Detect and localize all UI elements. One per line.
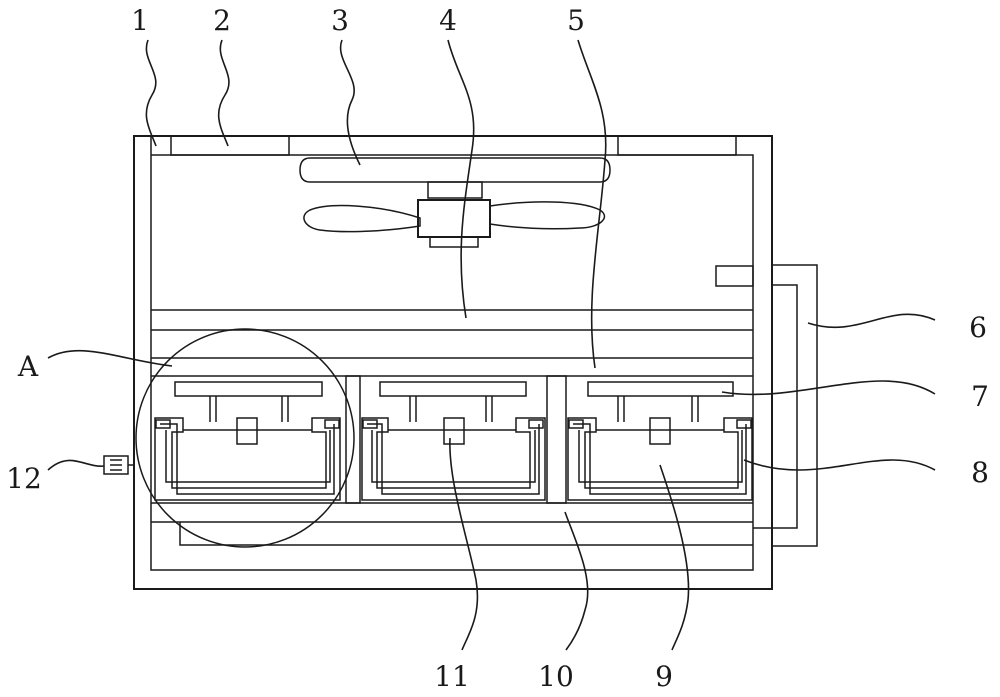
leader-lines <box>48 40 935 650</box>
label-6: 6 <box>969 311 987 344</box>
bay-1-tray-inner <box>160 424 334 494</box>
sensor-block <box>716 266 753 286</box>
label-10: 10 <box>538 660 574 693</box>
bay-1-probe <box>237 418 257 444</box>
bay-2-probe <box>444 418 464 444</box>
label-a: A <box>17 350 39 383</box>
leader-6 <box>808 314 935 327</box>
valve <box>104 456 134 474</box>
divider-2 <box>547 376 566 503</box>
label-2: 2 <box>213 4 231 37</box>
leader-9 <box>660 465 689 650</box>
bay-3-top-plate <box>588 382 733 396</box>
leader-11 <box>450 438 478 650</box>
bay-3-tray-inner <box>573 424 746 494</box>
label-3: 3 <box>331 4 349 37</box>
leader-4 <box>448 40 474 318</box>
bay-2-top-plate <box>380 382 526 396</box>
fan-mount <box>300 158 610 182</box>
leader-1 <box>146 40 156 146</box>
leader-10 <box>565 512 588 650</box>
vent-right <box>618 136 736 155</box>
vent-left <box>171 136 289 155</box>
label-1: 1 <box>131 4 149 37</box>
divider-1 <box>346 376 360 503</box>
label-5: 5 <box>567 4 585 37</box>
detail-circle-a <box>136 329 354 547</box>
bay-3-probe <box>650 418 670 444</box>
bay-1-clip-right <box>325 420 339 428</box>
fan-motor <box>418 200 490 237</box>
bay-2-clip-right <box>529 420 543 428</box>
fan-shaft <box>428 182 482 198</box>
fan-base <box>430 237 478 247</box>
label-7: 7 <box>971 380 989 413</box>
bay-3 <box>568 382 752 500</box>
bay-3-clip-right <box>737 420 751 428</box>
leader-2 <box>219 40 229 146</box>
leader-7 <box>722 381 935 394</box>
fan <box>304 182 605 247</box>
bottom-plates <box>151 503 753 545</box>
housing-outer <box>134 136 772 589</box>
side-pipe <box>753 265 817 546</box>
leader-12 <box>48 460 104 470</box>
fan-blade-right <box>490 202 604 229</box>
leader-3 <box>341 40 360 165</box>
label-8: 8 <box>971 456 989 489</box>
housing-inner <box>151 136 753 570</box>
label-12: 12 <box>6 462 42 495</box>
label-9: 9 <box>655 660 673 693</box>
housing <box>134 136 772 589</box>
fan-bracket <box>300 158 610 182</box>
top-vents <box>171 136 736 155</box>
bay-1-top-plate <box>175 382 322 396</box>
bay-dividers <box>346 376 566 503</box>
bay-2-tray-inner <box>367 424 539 494</box>
pipe-inner <box>753 285 797 528</box>
partition-plates <box>151 310 753 376</box>
pipe-outer <box>772 265 817 546</box>
fan-blade-left <box>304 206 420 232</box>
label-4: 4 <box>439 4 457 37</box>
bay-1 <box>155 382 340 500</box>
label-11: 11 <box>434 660 470 693</box>
